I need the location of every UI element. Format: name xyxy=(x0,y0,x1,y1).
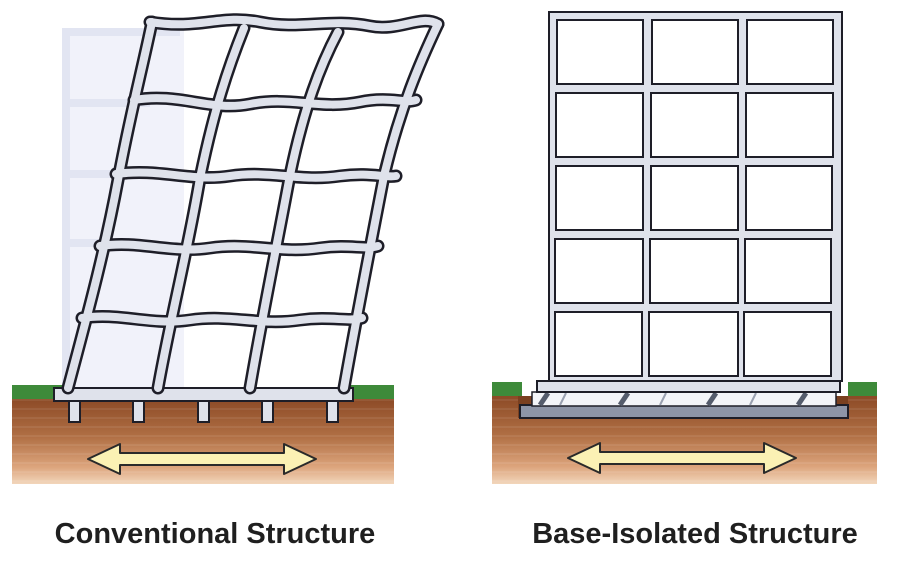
conventional-panel xyxy=(12,13,445,484)
base-isolated-structure-caption: Base-Isolated Structure xyxy=(532,518,858,550)
double-headed-arrow-icon xyxy=(87,443,317,475)
upright-frame xyxy=(548,11,843,382)
base-slab-left xyxy=(53,387,354,402)
base-isolated-panel xyxy=(492,11,877,484)
base-slab-right xyxy=(536,380,841,393)
isolator-bearings xyxy=(519,391,849,419)
double-headed-arrow-icon xyxy=(567,442,797,474)
deformed-frame xyxy=(61,13,445,395)
conventional-structure-caption: Conventional Structure xyxy=(54,518,376,550)
